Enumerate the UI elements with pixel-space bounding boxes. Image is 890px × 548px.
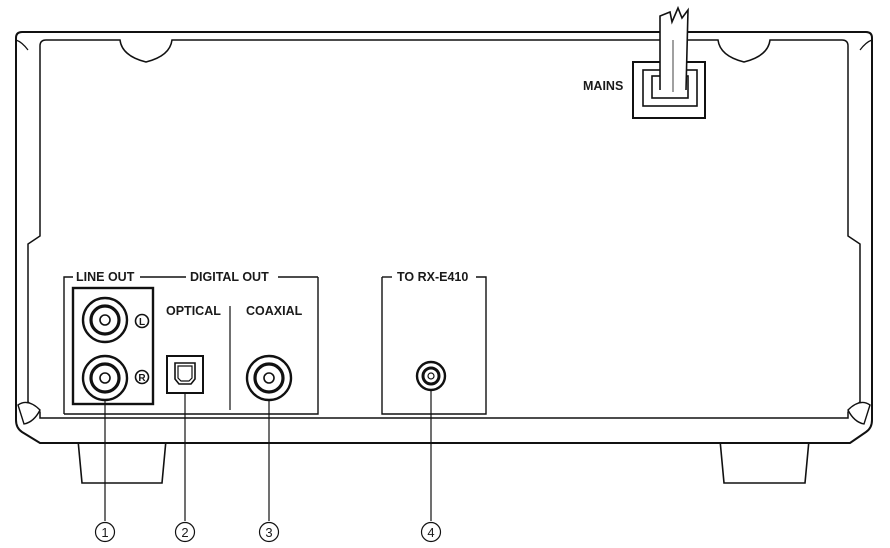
left-channel-badge: L (134, 313, 150, 329)
callout-1-number: 1 (101, 525, 108, 540)
output-bracket (63, 276, 319, 415)
coaxial-jack (245, 354, 293, 402)
digital-out-label: DIGITAL OUT (190, 270, 269, 284)
mains-cable (659, 5, 689, 92)
callout-2: 2 (174, 521, 196, 543)
optical-port (166, 355, 204, 394)
system-connector-jack (415, 360, 447, 392)
right-channel-letter: R (138, 373, 146, 384)
to-rx-label: TO RX-E410 (397, 270, 468, 284)
mains-label: MAINS (583, 79, 623, 93)
to-rx-bracket (381, 276, 487, 415)
callout-3: 3 (258, 521, 280, 543)
line-out-label: LINE OUT (76, 270, 135, 284)
left-channel-letter: L (139, 317, 145, 328)
line-out-left-jack (81, 296, 129, 344)
coaxial-label: COAXIAL (246, 304, 303, 318)
callout-2-number: 2 (181, 525, 188, 540)
optical-label: OPTICAL (166, 304, 221, 318)
line-out-right-jack (81, 354, 129, 402)
foot-left (77, 439, 167, 484)
callout-4: 4 (420, 521, 442, 543)
foot-right (719, 439, 810, 484)
callout-leaders (104, 390, 432, 521)
callout-3-number: 3 (265, 525, 272, 540)
callout-1: 1 (94, 521, 116, 543)
right-channel-badge: R (134, 369, 150, 385)
callout-4-number: 4 (427, 525, 434, 540)
